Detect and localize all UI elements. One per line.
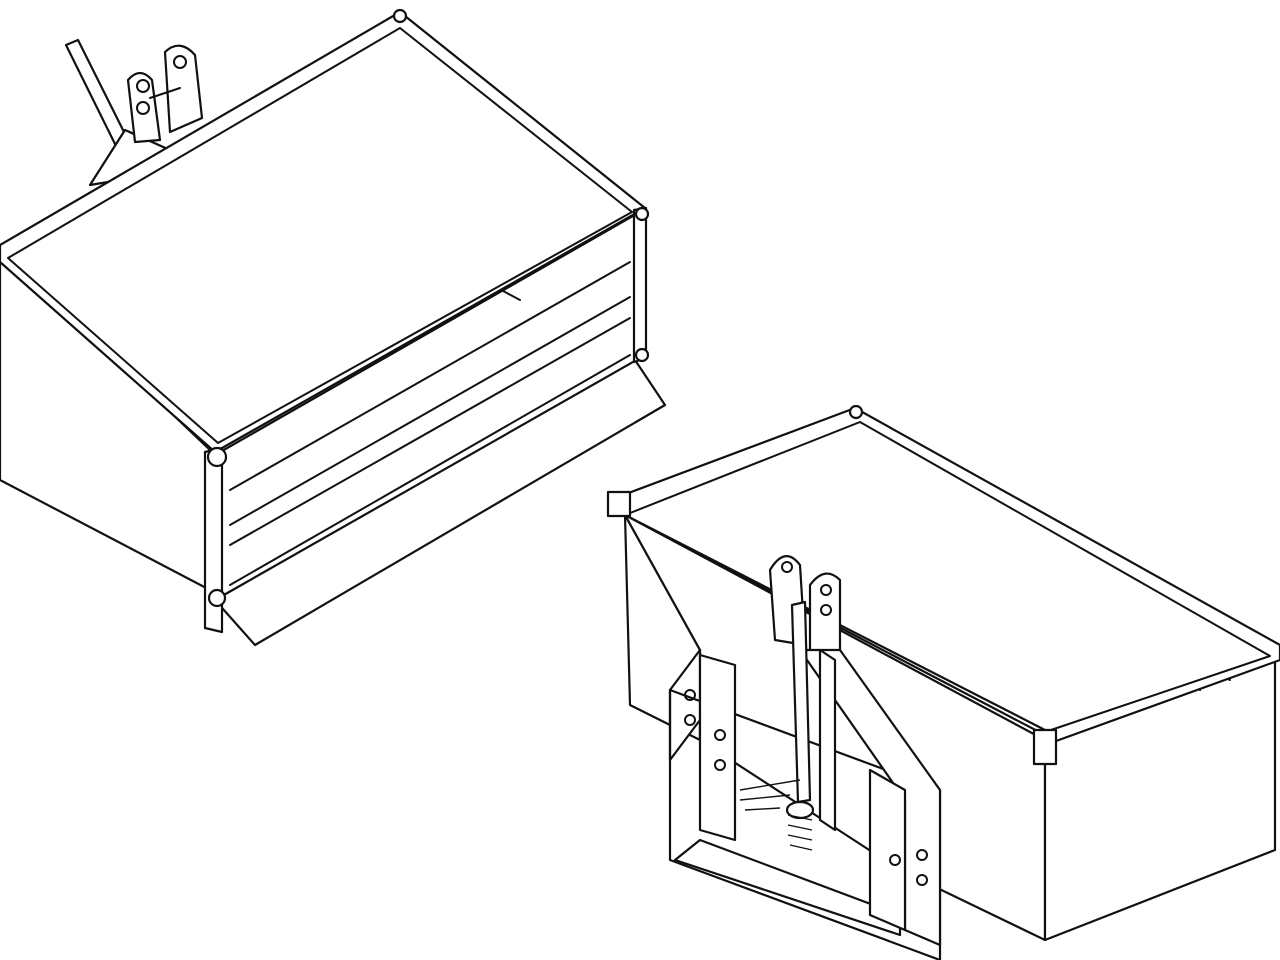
transport-box-right — [606, 404, 1280, 960]
rim — [0, 10, 647, 454]
transport-box-left — [0, 8, 667, 647]
hitch-frame — [668, 555, 942, 960]
